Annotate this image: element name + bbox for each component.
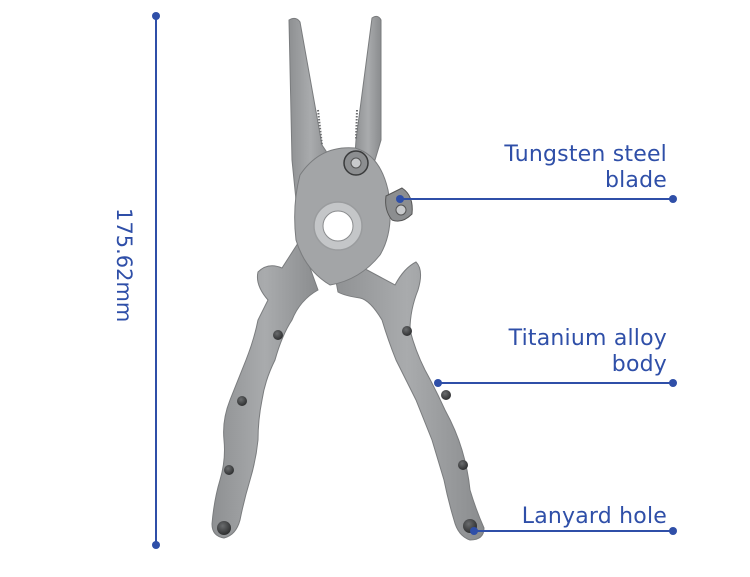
handle-rivets (224, 326, 468, 475)
callout-label-line2: blade (604, 168, 667, 193)
callout-label-line1: Lanyard hole (521, 504, 667, 529)
pliers-illustration (211, 15, 485, 541)
callout-label-blade: Tungsten steel blade (407, 142, 667, 194)
pivot-washer (313, 201, 363, 251)
blade-screw (385, 187, 413, 222)
callout-line-lanyard (470, 527, 677, 535)
dimension-label: 175.62mm (112, 208, 136, 323)
callout-label-line1: Tungsten steel (504, 142, 667, 167)
callout-label-line1: Titanium alloy (508, 326, 667, 351)
callout-line-body (434, 379, 677, 387)
callout-line-blade (396, 195, 677, 203)
callout-label-line2: body (611, 352, 667, 377)
blade-screw (343, 150, 369, 176)
callout-label-lanyard: Lanyard hole (407, 504, 667, 530)
dimension-line (152, 12, 160, 549)
callout-label-body: Titanium alloy body (407, 326, 667, 378)
